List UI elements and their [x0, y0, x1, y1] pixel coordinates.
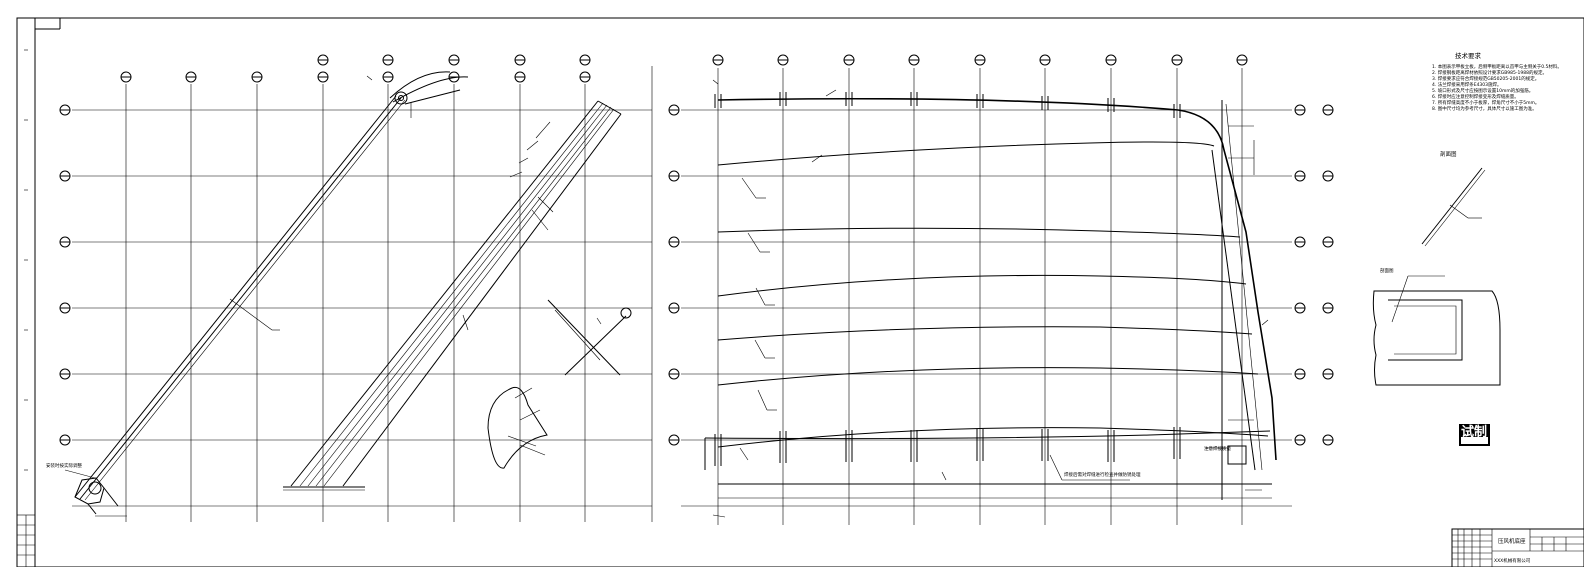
section-label: 剖面图 [1440, 150, 1457, 158]
profile-detail [1372, 275, 1501, 386]
right-note: 注意焊接质量 [1204, 445, 1231, 452]
view-2-diagonal-plate [283, 100, 622, 491]
view-1-diagonal-member [64, 71, 469, 517]
top-pin-circle [394, 91, 408, 105]
title-block-subtitle: XXX机械有限公司 [1494, 557, 1530, 564]
zone-ticks [24, 49, 28, 471]
note-line: 4. 法兰焊接采用焊条E4303施焊。 [1432, 81, 1502, 88]
view-4-main-plan [704, 79, 1277, 518]
note-line: 7. 所有焊缝高度不小于板厚，焊角尺寸不小于5mm。 [1432, 99, 1539, 106]
approval-stamp: 试制 [1459, 424, 1490, 446]
revision-block [16, 514, 36, 567]
notes-title: 技术要求 [1455, 51, 1482, 60]
view-3-detail [487, 299, 632, 469]
note-line: 6. 焊接时应注意控制焊接变形及焊缝质量。 [1432, 93, 1519, 100]
stamp-text: 试制 [1461, 424, 1487, 440]
drawing-border [16, 17, 1584, 567]
title-block: 压风机底座 XXX机械有限公司 [1451, 528, 1584, 567]
note-line: 1. 本图表示甲板立板，后侧甲板距离以首甲与主侧关于0.5材料。 [1432, 63, 1562, 70]
note-line: 5. 坡口形式及尺寸应按图示设置10mm的加强筋。 [1432, 87, 1533, 94]
note-line: 8. 图中尺寸均为参考尺寸，具体尺寸以施工图为准。 [1432, 105, 1537, 112]
grid-bubbles [59, 54, 1334, 446]
bottom-pin-circle [88, 481, 102, 495]
grid-lines [72, 66, 1292, 525]
profile-note: 剖面图 [1380, 267, 1394, 274]
note-line: 3. 焊接要求应符合焊接规范GB50205-2001的规定。 [1432, 75, 1539, 82]
bottom-note: 焊接后需对焊缝进行检查并做防锈处理 [1064, 471, 1141, 478]
section-detail: 剖面图 [1421, 150, 1486, 247]
left-note: 安装时按实际调整 [46, 462, 82, 469]
note-line: 2. 焊接钢板距离焊材依照设计要求GB985-1988的规定。 [1432, 69, 1547, 76]
title-block-title: 压风机底座 [1498, 537, 1526, 545]
technical-notes: 技术要求 1. 本图表示甲板立板，后侧甲板距离以首甲与主侧关于0.5材料。2. … [1432, 51, 1562, 112]
